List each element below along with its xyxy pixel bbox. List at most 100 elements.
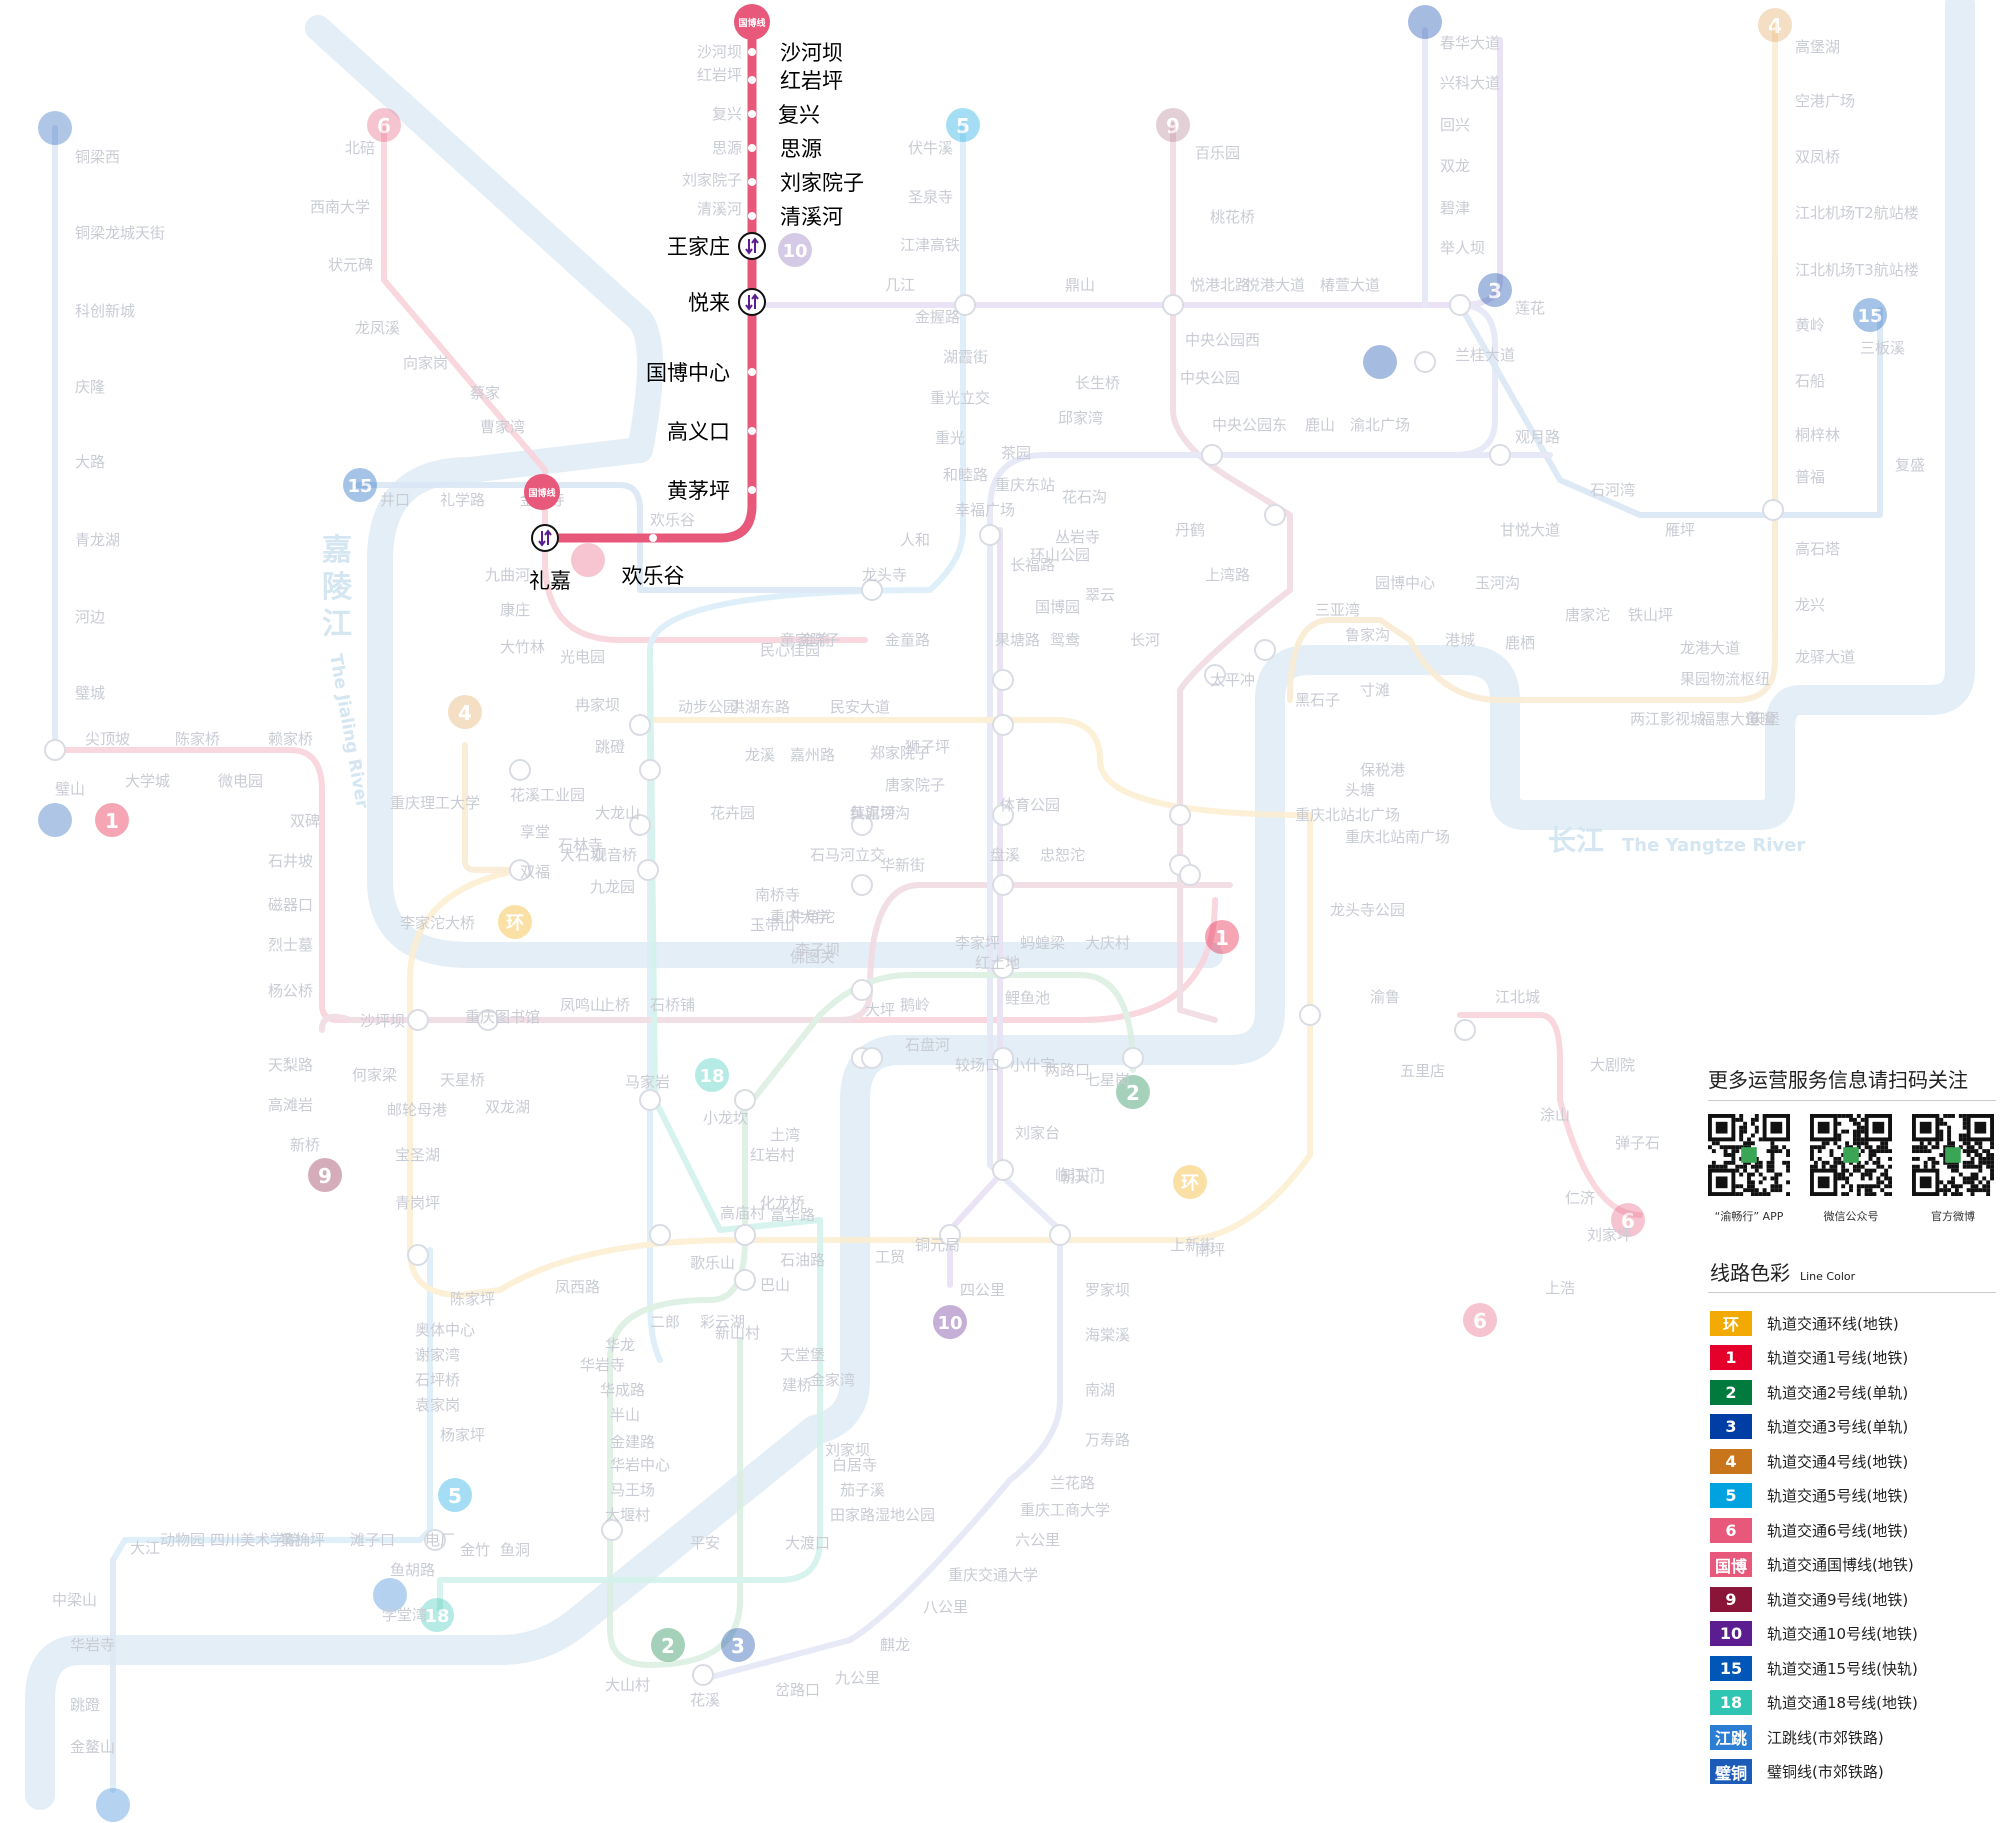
guobo-end-badge[interactable]: 国博线 <box>524 474 560 510</box>
station-2[interactable]: 复兴 <box>748 103 820 127</box>
station-label-faint: 石船 <box>1795 372 1825 390</box>
station-10[interactable]: 黄茅坪 <box>667 479 756 503</box>
legend-item: 江跳江跳线(市郊铁路) <box>1710 1724 1884 1750</box>
station-0[interactable]: 沙河坝 <box>748 41 843 65</box>
station-label-faint: 小龙坎 <box>703 1109 748 1127</box>
station-label-faint: 玉带山 <box>750 916 795 934</box>
svg-text:18: 18 <box>699 1066 724 1087</box>
station-label: 复兴 <box>778 103 820 127</box>
station-label-faint: 学堂湾 <box>382 1606 427 1624</box>
station-label-faint: 民安大道 <box>830 698 890 716</box>
station-label-faint: 冉家坝 <box>575 696 620 714</box>
legend-badge: 10 <box>1710 1621 1752 1646</box>
station-7[interactable]: 悦来 <box>688 288 766 316</box>
legend-name: 璧铜线(市郊铁路) <box>1767 1763 1884 1781</box>
station-label-faint: 黑石子 <box>1295 691 1340 709</box>
legend-name: 轨道交通环线(地铁) <box>1767 1314 1899 1333</box>
station-label-faint: 鱼洞 <box>500 1541 530 1559</box>
station-label-faint: 田家路湿地公园 <box>830 1506 935 1524</box>
marker-guobo-ghost <box>571 543 605 577</box>
marker-loop: 环 <box>498 905 532 939</box>
qr-code-icon <box>1708 1114 1790 1196</box>
guobo-line: 沙河坝红岩坪复兴思源刘家院子清溪河王家庄悦来国博中心高义口黄茅坪欢乐谷礼嘉沙河坝… <box>524 4 864 593</box>
station-label-faint: 黄桷坪 <box>280 1531 325 1549</box>
legend-badge: 璧铜 <box>1710 1759 1752 1784</box>
station-label-faint: 丛岩寺 <box>1055 528 1100 546</box>
station-label-faint: 中央公园东 <box>1212 416 1287 434</box>
station-label-faint: 九曲河 <box>485 566 530 584</box>
line-6-north <box>381 122 868 643</box>
marker-loop-east: 环 <box>1173 1165 1207 1199</box>
station-label-faint: 花卉园 <box>710 804 755 822</box>
station-label-faint: 跳蹬 <box>70 1696 100 1714</box>
station-label-faint: 建桥 <box>782 1376 812 1394</box>
station-label: 礼嘉 <box>529 569 571 593</box>
station-label-faint: 红旗河沟 <box>850 804 910 822</box>
guobo-start-badge[interactable]: 国博线 <box>734 4 770 40</box>
station-label-faint: 光电园 <box>560 648 605 666</box>
qr-wechat[interactable]: 微信公众号 <box>1810 1114 1892 1224</box>
station-label: 红岩坪 <box>780 69 843 93</box>
station-label-faint: 观音桥 <box>592 846 637 864</box>
legend-name: 轨道交通6号线(地铁) <box>1767 1521 1909 1540</box>
qr-weibo[interactable]: 官方微博 <box>1912 1114 1994 1224</box>
station-dot <box>748 48 756 56</box>
station-label-faint: 歌乐山 <box>690 1254 735 1272</box>
station-label-faint: 七星岗 <box>1085 1071 1130 1089</box>
legend-name: 轨道交通2号线(单轨) <box>1767 1383 1909 1402</box>
station-label-faint: 弹子石 <box>1615 1134 1660 1152</box>
marker-18: 18 <box>695 1058 729 1092</box>
panel-divider <box>1708 1100 1996 1101</box>
station-label-faint: 人和 <box>900 531 930 549</box>
station-4[interactable]: 刘家院子 <box>748 171 864 195</box>
station-label-faint: 几江 <box>885 276 915 294</box>
svg-text:1: 1 <box>105 809 119 833</box>
station-label-faint: 双福 <box>520 863 550 881</box>
station-label-faint: 三亚湾 <box>1315 601 1360 619</box>
station-label-faint: 尖顶坡 <box>85 730 130 748</box>
station-1[interactable]: 红岩坪 <box>748 69 843 93</box>
marker-5-south: 5 <box>438 1478 472 1512</box>
station-9[interactable]: 高义口 <box>667 420 756 444</box>
station-label-faint: 蔡家 <box>470 384 500 402</box>
svg-text:9: 9 <box>1166 114 1180 138</box>
station-6[interactable]: 王家庄 <box>667 232 766 260</box>
station-label-faint: 马家岩 <box>625 1073 670 1091</box>
station-label-faint: 罗家坝 <box>1085 1281 1130 1299</box>
station-label-faint: 重庆理工大学 <box>390 794 480 812</box>
station-3[interactable]: 思源 <box>748 137 822 161</box>
station-label-faint: 九龙园 <box>590 878 635 896</box>
station-label-faint: 长河 <box>1130 631 1160 649</box>
marker-jiangtiao-north <box>373 1578 407 1612</box>
station-12[interactable]: 礼嘉 <box>529 524 571 593</box>
station-8[interactable]: 国博中心 <box>646 361 756 385</box>
qr-app[interactable]: “渝畅行” APP <box>1708 1114 1790 1224</box>
station-label-faint: 康庄 <box>500 601 530 619</box>
station-label-faint: 八公里 <box>923 1598 968 1616</box>
station-label-faint: 上湾路 <box>1205 566 1250 584</box>
station-label-faint: 莲花 <box>1515 299 1545 317</box>
station-label-faint: 工贸 <box>875 1248 905 1266</box>
station-echo-label: 清溪河 <box>697 200 742 218</box>
station-label-faint: 丹鹤 <box>1175 521 1205 539</box>
station-label-faint: 重庆工商大学 <box>1020 1501 1110 1519</box>
station-label-faint: 龙兴 <box>1795 596 1825 614</box>
station-label-faint: 江北机场T3航站楼 <box>1795 261 1919 279</box>
station-5[interactable]: 清溪河 <box>748 205 843 229</box>
station-label-faint: 西南大学 <box>310 198 370 216</box>
marker-1-east: 1 <box>1205 920 1239 954</box>
station-label-faint: 回兴 <box>1440 116 1470 134</box>
marker-3: 3 <box>1478 273 1512 307</box>
station-label-faint: 何家梁 <box>352 1066 397 1084</box>
station-label-faint: 铁山坪 <box>1628 606 1673 624</box>
station-label-faint: 空港广场 <box>1795 92 1855 110</box>
station-11[interactable]: 欢乐谷 <box>622 534 685 588</box>
station-echo-label: 复兴 <box>712 105 742 123</box>
transfer-arrows-icon <box>538 529 552 547</box>
station-label-faint: 重庆图书馆 <box>465 1008 540 1026</box>
station-label-faint: 新桥 <box>290 1136 320 1154</box>
station-label-faint: 重庆北站北广场 <box>1295 806 1400 824</box>
line-markers: 6 5 9 4 3 15 15 10 1 4 环 1 18 2 9 环 6 10… <box>38 5 1887 1822</box>
svg-text:18: 18 <box>424 1606 449 1627</box>
